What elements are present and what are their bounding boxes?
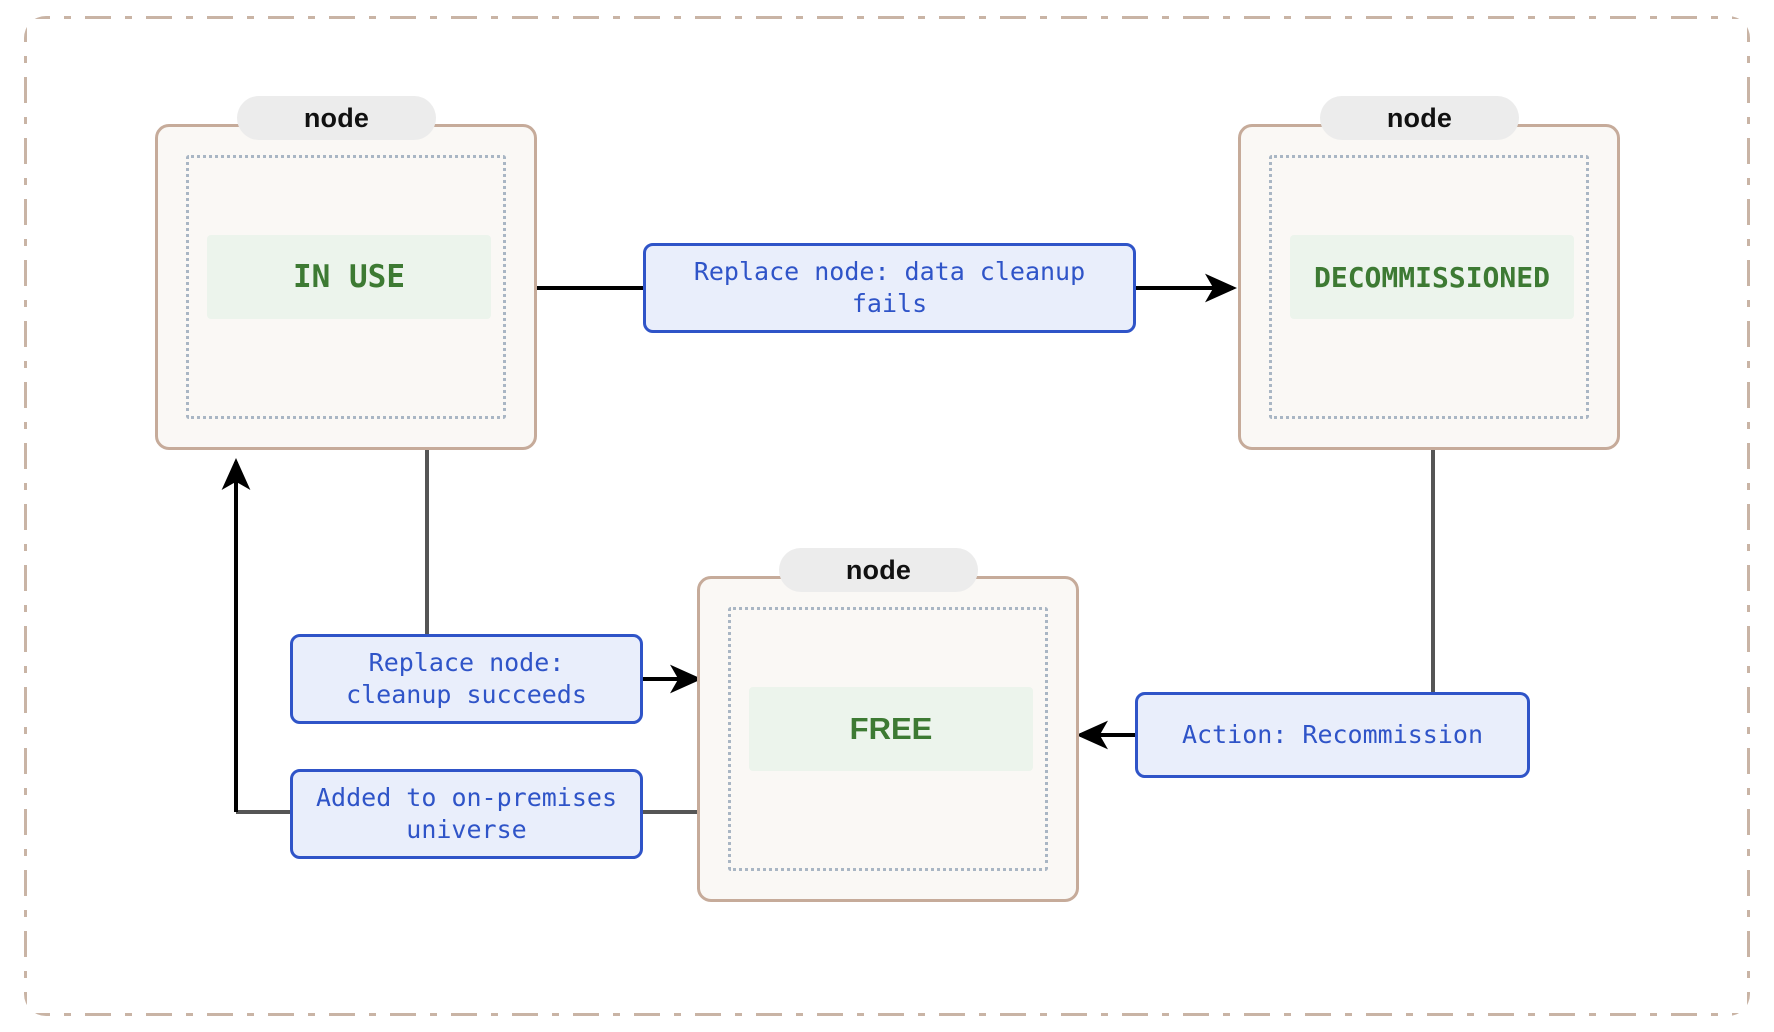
state-chip-in-use[interactable]: IN USE (207, 235, 491, 319)
node-inner-border-free (728, 607, 1048, 871)
state-chip-free[interactable]: FREE (749, 687, 1033, 771)
state-chip-decommissioned[interactable]: DECOMMISSIONED (1290, 235, 1574, 319)
node-container-in-use[interactable]: node IN USE (155, 96, 537, 450)
node-container-free[interactable]: node FREE (697, 548, 1079, 902)
transition-label-added-to-on-premises-universe[interactable]: Added to on-premises universe (290, 769, 643, 859)
node-tag-free: node (779, 548, 978, 592)
node-tag-decommissioned: node (1320, 96, 1519, 140)
transition-label-replace-node-cleanup-succeeds[interactable]: Replace node: cleanup succeeds (290, 634, 643, 724)
node-container-decommissioned[interactable]: node DECOMMISSIONED (1238, 96, 1620, 450)
transition-label-replace-node-data-cleanup-fails[interactable]: Replace node: data cleanup fails (643, 243, 1136, 333)
node-inner-border-in-use (186, 155, 506, 419)
node-tag-in-use: node (237, 96, 436, 140)
node-inner-border-decommissioned (1269, 155, 1589, 419)
transition-label-action-recommission[interactable]: Action: Recommission (1135, 692, 1530, 778)
